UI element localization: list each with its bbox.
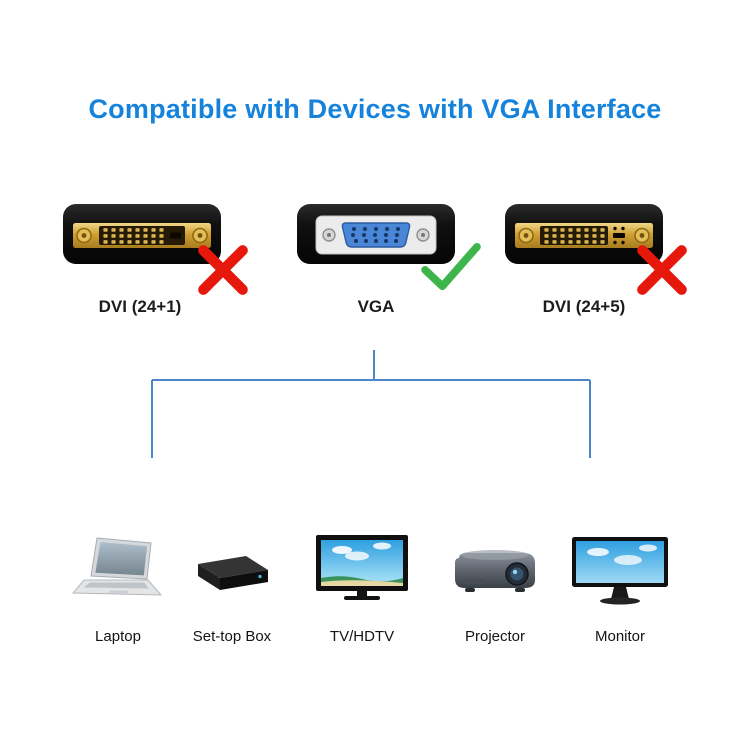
connector-label-dvi-24-5: DVI (24+5) — [542, 297, 626, 316]
device-projector: Projector — [435, 516, 555, 645]
dvi-24-5-port-icon — [505, 204, 663, 264]
tv-icon — [316, 535, 408, 600]
set-top-box-icon-wrap — [172, 516, 292, 612]
device-label-monitor: Monitor — [594, 628, 646, 645]
device-laptop: Laptop — [58, 516, 178, 645]
vga-port-icon — [297, 204, 455, 264]
connector-label-dvi-24-1: DVI (24+1) — [98, 297, 182, 316]
connection-lines — [151, 350, 591, 458]
laptop-icon-wrap — [58, 516, 178, 612]
connector-image-vga — [296, 203, 456, 265]
projector-icon — [455, 550, 535, 592]
device-tv: TV/HDTV — [302, 516, 422, 645]
monitor-icon-wrap — [560, 516, 680, 612]
page-title: Compatible with Devices with VGA Interfa… — [88, 94, 662, 124]
dvi-24-1-port-icon — [63, 204, 221, 264]
device-set-top-box: Set-top Box — [172, 516, 292, 645]
device-label-laptop: Laptop — [95, 628, 141, 645]
laptop-icon — [71, 537, 163, 596]
connector-image-dvi-24-5 — [504, 203, 664, 265]
set-top-box-icon — [198, 556, 268, 590]
device-monitor: Monitor — [560, 516, 680, 645]
tv-icon-wrap — [302, 516, 422, 612]
green-check-icon — [421, 242, 481, 291]
device-label-tv: TV/HDTV — [329, 628, 395, 645]
projector-icon-wrap — [435, 516, 555, 612]
device-label-set-top-box: Set-top Box — [192, 628, 272, 645]
device-label-projector: Projector — [464, 628, 526, 645]
connector-image-dvi-24-1 — [62, 203, 222, 265]
red-cross-icon — [637, 245, 687, 295]
monitor-icon — [572, 537, 668, 605]
red-cross-icon — [198, 245, 248, 295]
connector-label-vga: VGA — [357, 297, 395, 316]
